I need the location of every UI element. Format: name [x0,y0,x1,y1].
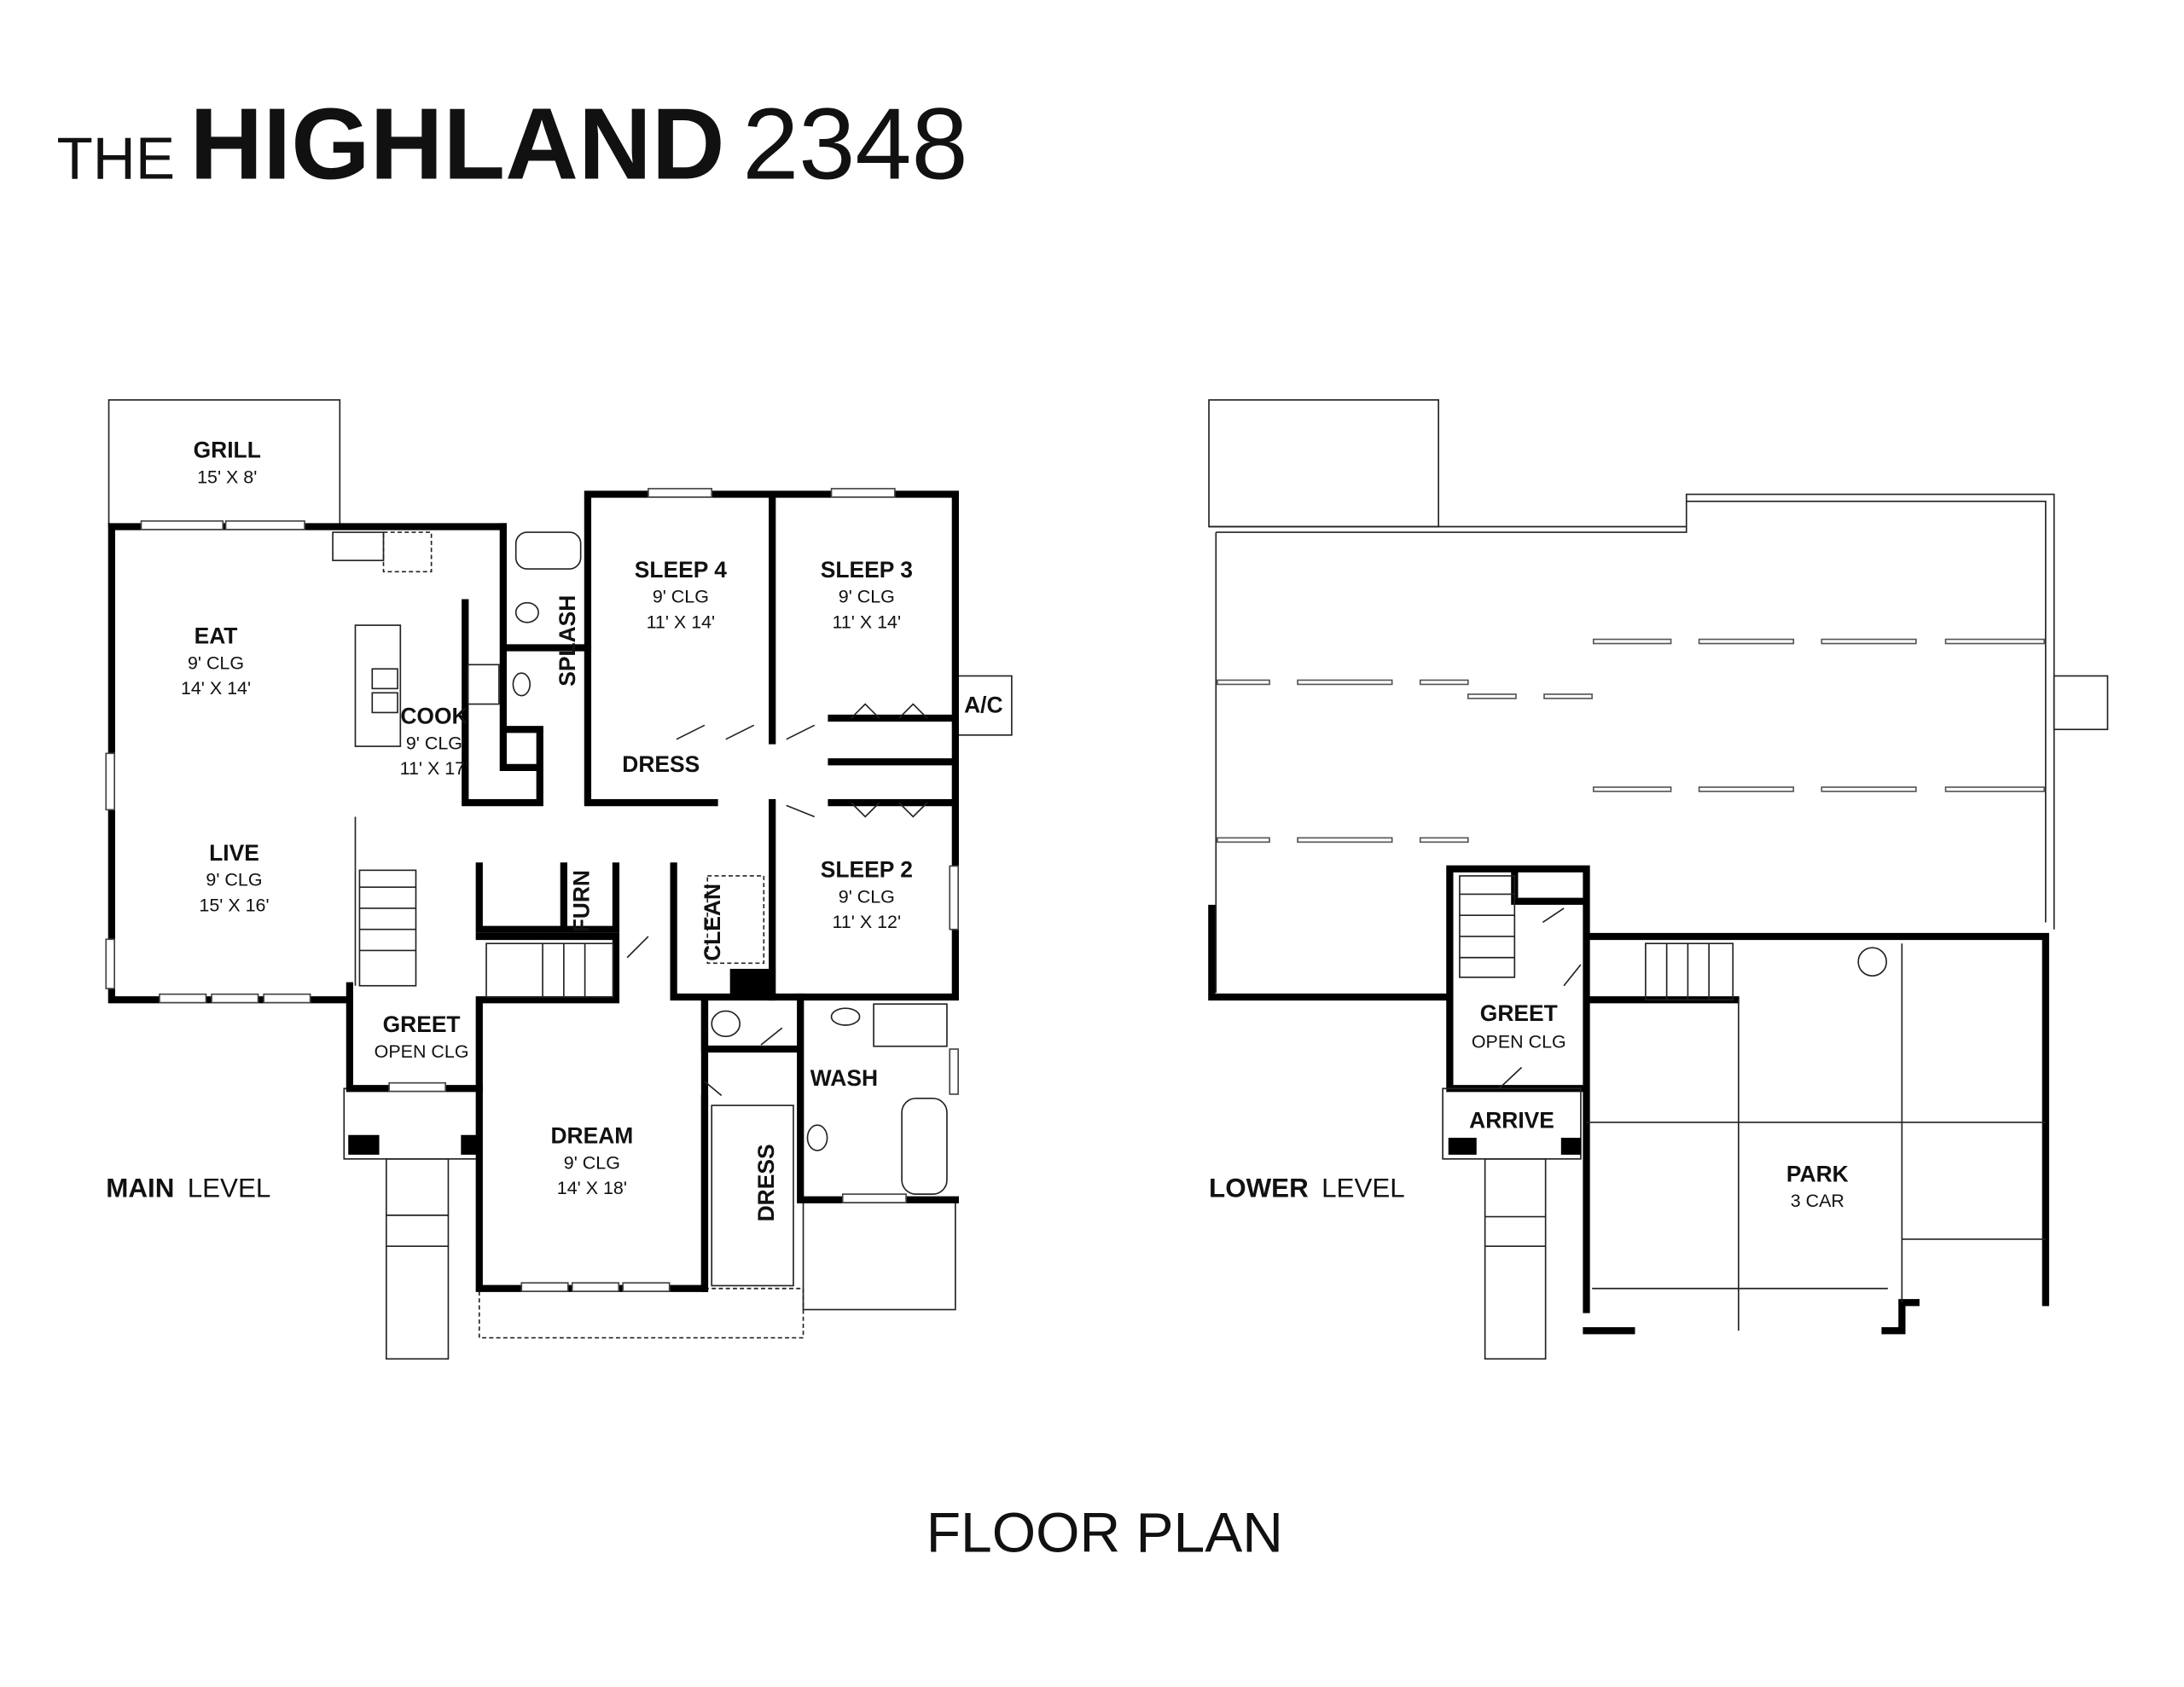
room-dress2-name: DRESS [753,1144,779,1221]
lower-room-park-name: PARK [1786,1161,1849,1186]
room-cook-ceiling: 9' CLG [406,733,462,753]
room-wash-name: WASH [810,1065,878,1091]
room-cook-size: 11' X 17' [400,758,469,779]
room-dream-name: DREAM [550,1123,633,1149]
room-live-name: LIVE [209,840,259,866]
room-eat-size: 14' X 14' [181,678,251,699]
room-sleep2-ceiling: 9' CLG [839,886,895,907]
room-splash-name: SPLASH [555,595,580,687]
room-sleep4-name: SLEEP 4 [635,557,727,583]
room-sleep4-ceiling: 9' CLG [653,587,709,607]
room-dream-size: 14' X 18' [557,1178,627,1198]
page-title: THE HIGHLAND 2348 [56,88,967,201]
lower-level-plan [1208,399,2109,1360]
lower-room-park-size: 3 CAR [1791,1191,1844,1211]
room-dress-name: DRESS [622,751,700,777]
lower-level-labels: GREET OPEN CLG ARRIVE PARK 3 CAR LOWER L… [1209,1000,1849,1211]
main-level-labels: GRILL 15' X 8' EAT 9' CLG 14' X 14' COOK… [106,438,1002,1222]
main-level-plan [105,399,1013,1360]
lower-level-label: LOWER LEVEL [1209,1173,1405,1203]
room-furn-name: FURN [569,870,595,932]
main-level-label-bold: MAIN [106,1173,174,1203]
room-sleep2-size: 11' X 12' [833,912,902,932]
room-live-size: 15' X 16' [199,895,269,915]
room-sleep3-ceiling: 9' CLG [839,587,895,607]
footer-title: FLOOR PLAN [926,1500,1283,1563]
room-grill-size: 15' X 8' [197,467,257,487]
room-sleep2-name: SLEEP 2 [821,857,913,883]
title-prefix: THE [56,125,175,192]
lower-room-greet-ceiling: OPEN CLG [1472,1031,1566,1052]
room-sleep4-size: 11' X 14' [647,612,716,632]
room-cook-name: COOK [400,704,468,729]
room-greet-ceiling: OPEN CLG [375,1041,469,1062]
room-live-ceiling: 9' CLG [206,870,262,890]
title-number: 2348 [742,88,967,201]
room-eat-name: EAT [195,623,238,649]
lower-level-label-bold: LOWER [1209,1173,1309,1203]
room-sleep3-size: 11' X 14' [833,612,902,632]
room-grill-name: GRILL [194,438,261,463]
room-clean-name: CLEAN [700,884,725,961]
room-sleep3-name: SLEEP 3 [821,557,913,583]
room-dream-ceiling: 9' CLG [564,1152,620,1173]
main-level-label-rest: LEVEL [188,1173,271,1203]
room-eat-ceiling: 9' CLG [188,652,244,673]
lower-level-label-rest: LEVEL [1321,1173,1405,1203]
room-greet-name: GREET [383,1012,461,1037]
lower-room-arrive-name: ARRIVE [1469,1108,1554,1133]
main-level-label: MAIN LEVEL [106,1173,270,1203]
title-name: HIGHLAND [189,88,724,201]
room-ac-name: A/C [964,692,1002,717]
lower-room-greet-name: GREET [1480,1000,1558,1026]
